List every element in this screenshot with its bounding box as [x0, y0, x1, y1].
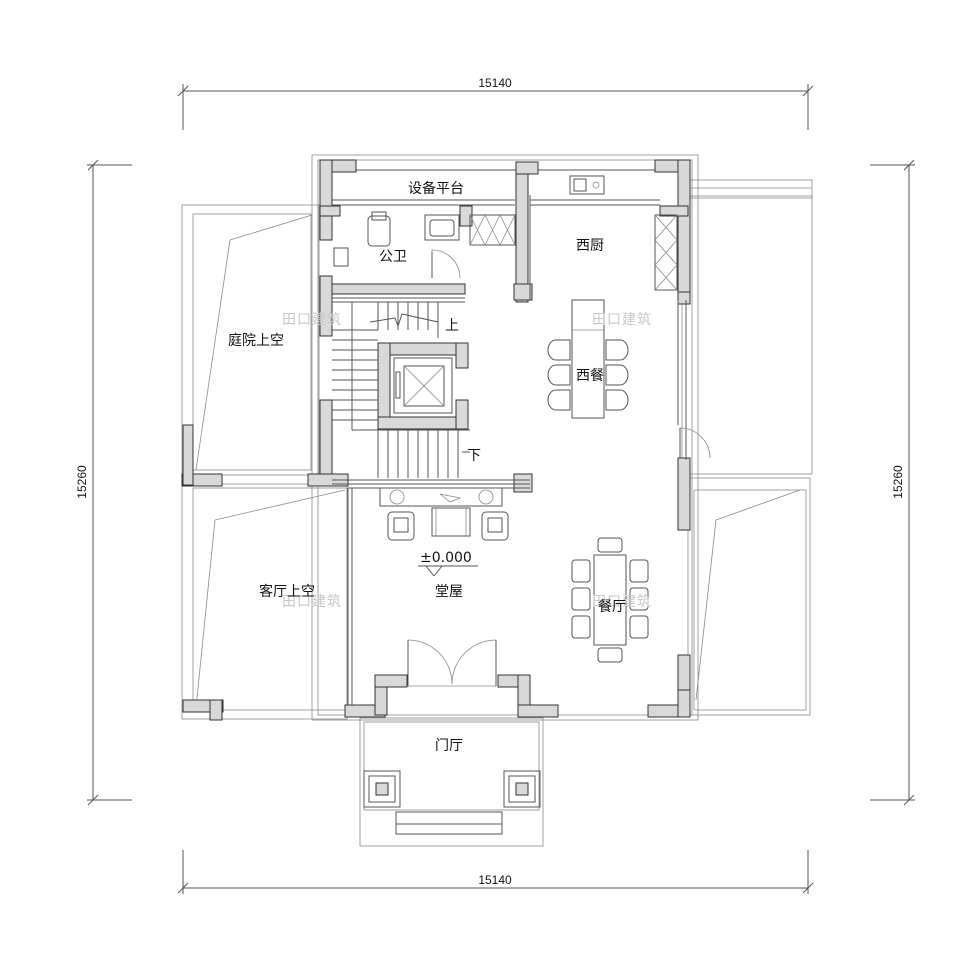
room-main-hall: 堂屋 — [435, 584, 463, 600]
toilet-fixtures — [333, 211, 461, 279]
room-western-dining: 西餐 — [576, 368, 604, 384]
room-entrance-hall: 门厅 — [435, 738, 463, 754]
dining-table — [571, 537, 649, 663]
living-void-area — [181, 483, 348, 720]
room-public-toilet: 公卫 — [379, 249, 407, 265]
side-door — [679, 427, 711, 459]
cabinets — [469, 175, 678, 291]
right-terrace-area — [687, 477, 811, 716]
dim-top: 15140 — [478, 76, 512, 90]
stair-down-label: 下 — [467, 448, 481, 464]
dim-left: 15260 — [75, 465, 89, 499]
elevation-mark: ±0.000 — [420, 550, 472, 566]
room-equipment-platform: 设备平台 — [408, 180, 464, 197]
room-dining: 餐厅 — [598, 599, 626, 615]
courtyard-void-area — [181, 204, 320, 476]
dimension-lines — [87, 84, 915, 894]
right-upper-terrace — [681, 179, 813, 475]
entrance-porch — [359, 717, 544, 847]
dim-right: 15260 — [891, 465, 905, 499]
staircase — [332, 297, 470, 478]
dim-bottom: 15140 — [478, 873, 512, 887]
wall-columns — [181, 159, 691, 721]
western-dining-table — [547, 299, 629, 419]
watermark-4: 田口建筑 — [592, 594, 652, 610]
main-hall-furniture — [379, 487, 509, 577]
main-door — [407, 639, 497, 687]
watermark-1: 田口建筑 — [282, 312, 342, 328]
room-living-void: 客厅上空 — [259, 583, 315, 600]
outer-walls — [311, 154, 699, 721]
partitions — [332, 195, 687, 705]
room-western-kitchen: 西厨 — [576, 238, 604, 254]
room-courtyard-void: 庭院上空 — [228, 332, 284, 349]
elevator — [393, 357, 453, 414]
watermark-2: 田口建筑 — [592, 312, 652, 328]
stair-up-label: 上 — [445, 318, 459, 334]
watermark-3: 田口建筑 — [282, 594, 342, 610]
